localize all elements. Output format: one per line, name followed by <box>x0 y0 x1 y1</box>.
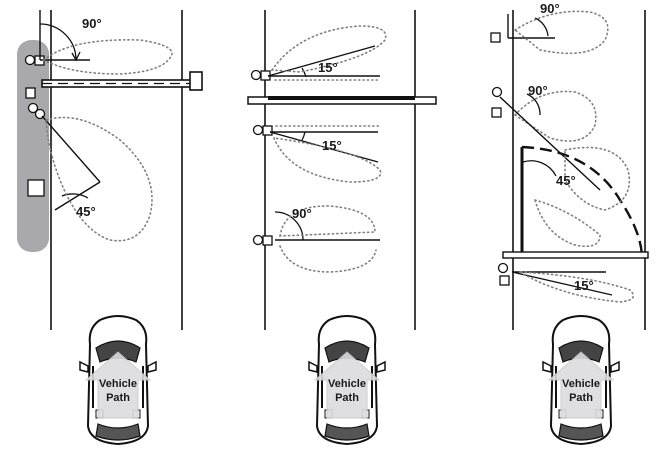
angle-label: 45° <box>76 204 96 219</box>
sensor-icon <box>27 102 46 120</box>
sensor-icon <box>252 124 273 136</box>
vehicle-path-label: Path <box>569 392 593 404</box>
angle-label: 90° <box>540 1 560 16</box>
detection-pattern <box>270 25 387 73</box>
detection-pattern <box>279 205 376 237</box>
gate-arm <box>502 251 649 259</box>
detection-pattern <box>513 90 597 142</box>
vehicle-path-label: Vehicle <box>99 378 137 390</box>
sensor-icon <box>497 262 510 286</box>
angle-label: 90° <box>292 206 312 221</box>
detection-pattern <box>42 39 173 75</box>
vehicle-path-label: Vehicle <box>328 378 366 390</box>
sensor-icon <box>250 69 271 81</box>
angle-label: 90° <box>82 16 102 31</box>
sensor-zone-highlight <box>17 40 49 252</box>
vehicle-path-label: Vehicle <box>562 378 600 390</box>
panel-3: 90° 90° 45° 15° Vehicle Path <box>490 1 649 445</box>
angle-label: 15° <box>318 60 338 75</box>
detection-pattern <box>272 137 382 183</box>
detection-pattern <box>45 116 153 242</box>
detection-pattern <box>513 10 609 55</box>
sensor-icon <box>490 32 501 43</box>
panel-2: 15° 15° 90° Vehicle Path <box>247 10 437 445</box>
angle-label: 15° <box>574 278 594 293</box>
angle-label: 15° <box>322 138 342 153</box>
angle-label: 45° <box>556 173 576 188</box>
panel-1: 90° 45° Vehicle Path <box>17 10 203 445</box>
sensor-icon <box>252 234 273 246</box>
vehicle-path-label: Path <box>335 392 359 404</box>
detection-pattern <box>564 146 630 211</box>
detection-pattern <box>519 271 635 303</box>
sensor-icon <box>491 86 503 118</box>
angle-label: 90° <box>528 83 548 98</box>
vehicle-path-label: Path <box>106 392 130 404</box>
gate-post <box>189 71 203 91</box>
